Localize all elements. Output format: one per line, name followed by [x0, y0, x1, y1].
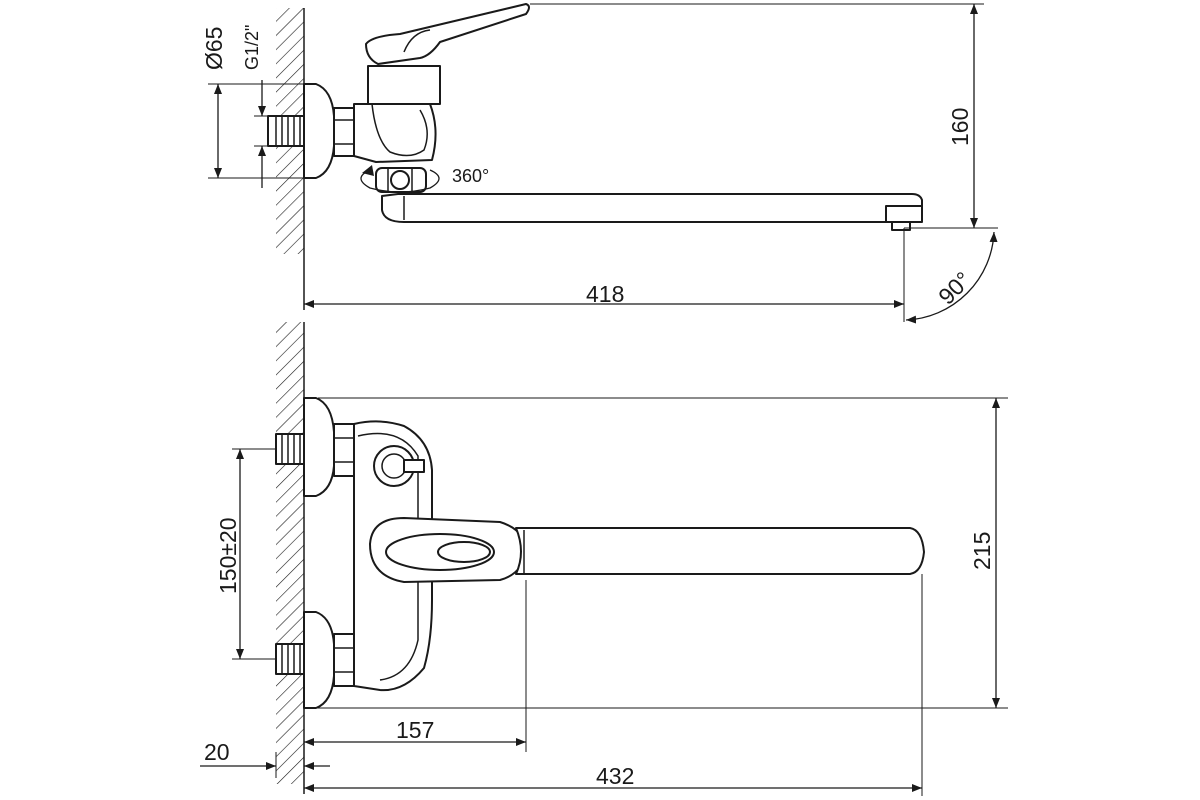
hex-nut-top — [333, 107, 355, 157]
inlet-thread-top — [267, 115, 307, 147]
dim-flange-diameter: Ø65 — [201, 27, 227, 70]
dim-thread-size: G1/2" — [242, 25, 262, 70]
hex-nut-upper — [333, 423, 355, 477]
inlet-thread-upper — [275, 433, 307, 465]
spout-front — [515, 527, 925, 575]
flange-top — [303, 83, 335, 179]
dim-height-215: 215 — [969, 532, 995, 570]
lever-detail — [403, 29, 431, 53]
dim-angle-90: 90° — [933, 267, 976, 310]
rotation-arc-back — [360, 169, 440, 193]
wall-hatch-bottom — [276, 322, 304, 784]
aerator — [885, 205, 923, 231]
spout-side — [381, 193, 923, 223]
rotation-label: 360° — [452, 166, 489, 186]
valve-detail — [371, 103, 428, 157]
dim-wall-20: 20 — [204, 739, 230, 765]
swivel-ring — [375, 167, 427, 193]
body-contour — [357, 432, 419, 681]
dim-length-432: 432 — [596, 763, 634, 789]
inlet-thread-lower — [275, 643, 307, 675]
dim-height-160: 160 — [947, 108, 973, 146]
diverter-knob — [373, 445, 425, 487]
dim-centers-150: 150±20 — [215, 517, 241, 594]
lever-handle-side — [365, 3, 530, 65]
front-view: 150±20 215 157 20 432 — [200, 322, 1008, 796]
dim-offset-157: 157 — [396, 717, 434, 743]
side-view: 360° Ø65 G1/2" 160 418 90° — [201, 3, 998, 324]
lever-grip-inset — [437, 541, 491, 563]
flange-lower — [303, 611, 335, 709]
dim-length-418: 418 — [586, 281, 624, 307]
hex-nut-lower — [333, 633, 355, 687]
dim-arc-90 — [905, 231, 998, 324]
cartridge-housing — [367, 65, 441, 105]
flange-upper — [303, 397, 335, 497]
